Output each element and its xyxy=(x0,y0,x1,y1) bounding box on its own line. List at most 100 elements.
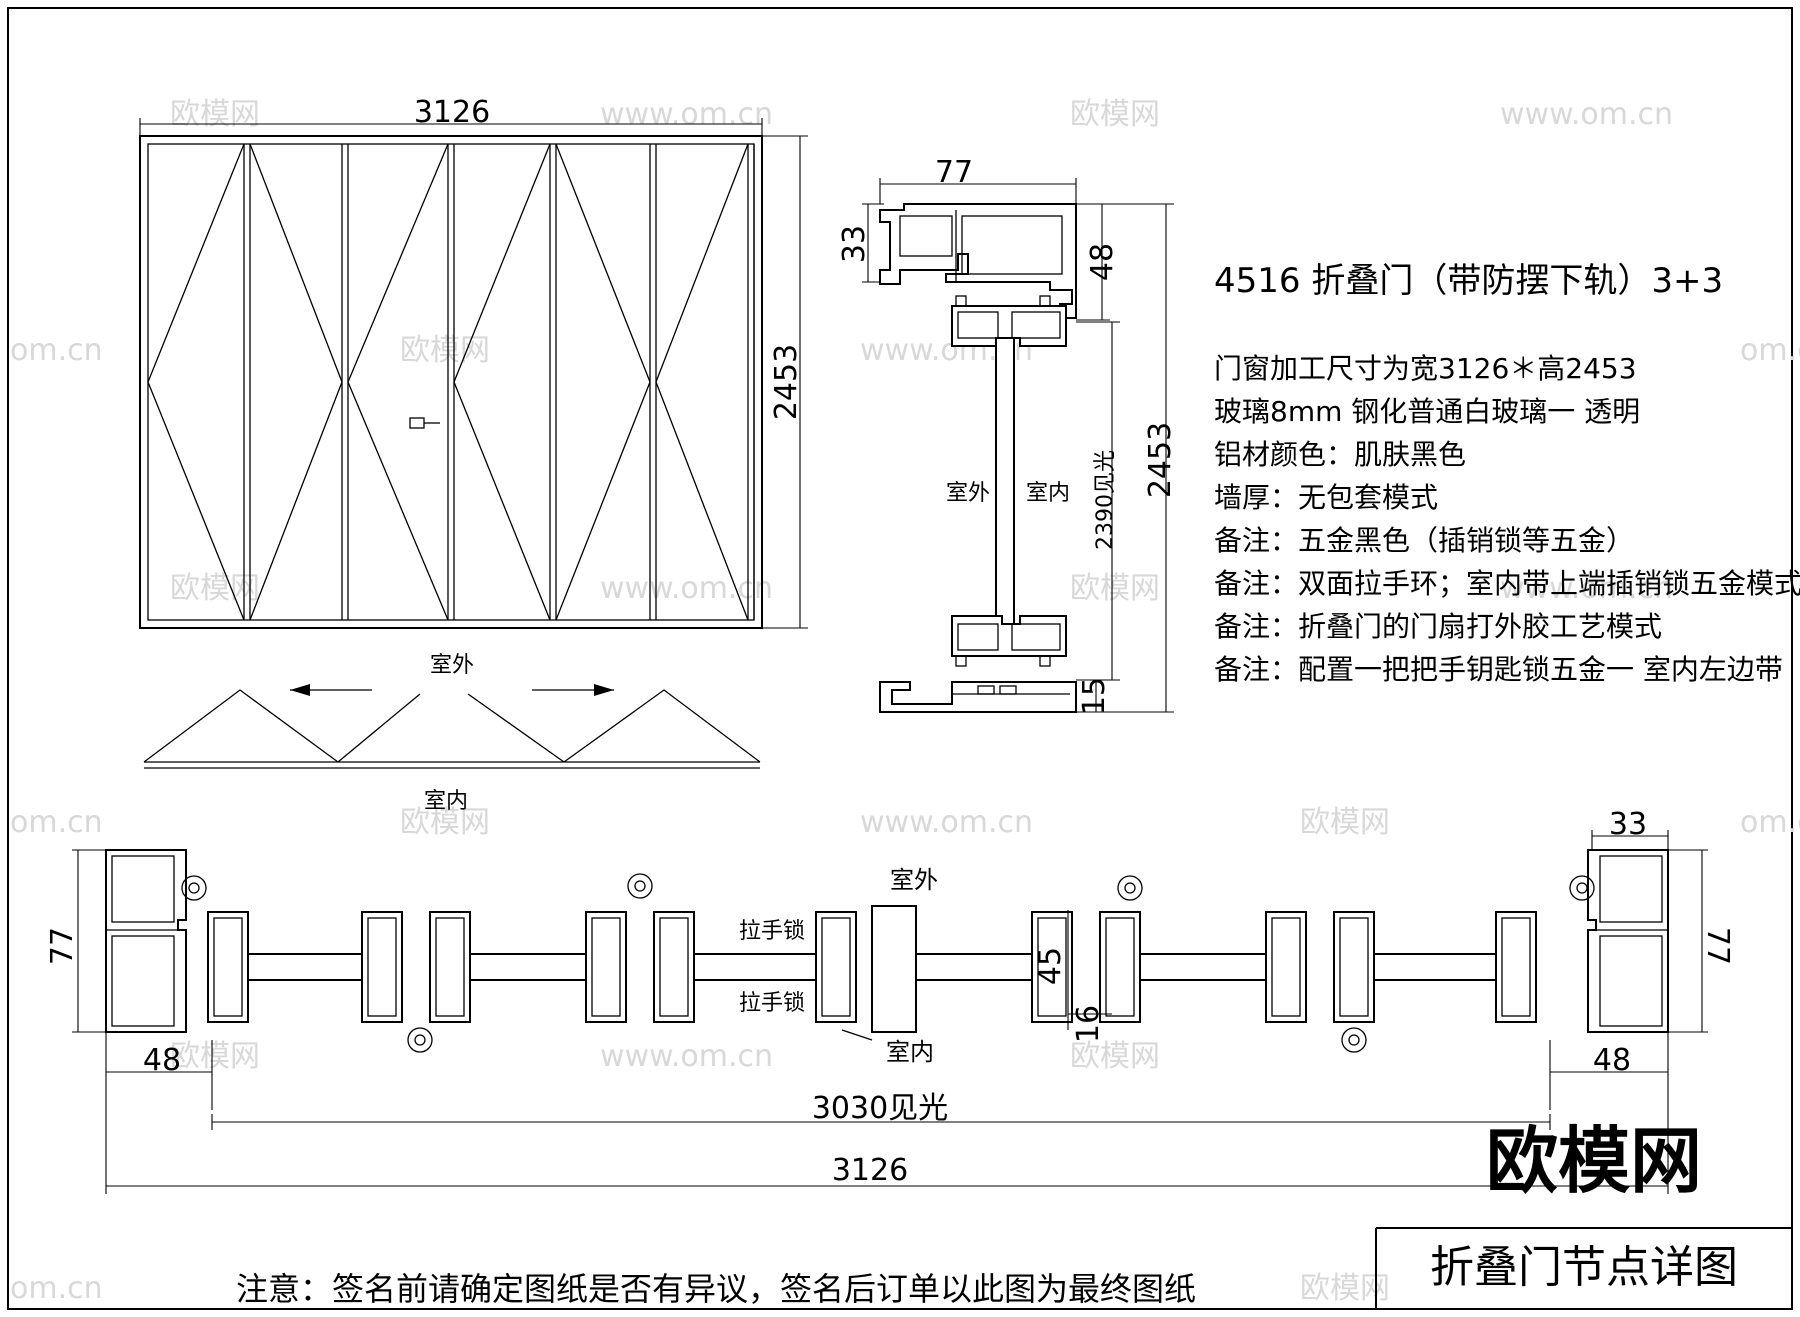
drawing-title: 折叠门节点详图 xyxy=(1430,1242,1738,1293)
elevation-inside-label: 室内 xyxy=(424,789,468,814)
plan-inside-label: 室内 xyxy=(886,1038,934,1066)
sash-profile-pair xyxy=(207,911,403,1023)
head-profile xyxy=(879,203,1077,319)
watermarks: 欧模网 www.om.cn 欧模网 www.om.cn om.cn 欧模网 www.om.c… xyxy=(10,97,1800,1306)
watermark-text: 欧模网 xyxy=(1070,97,1160,132)
plan-clear-width-label: 3030见光 xyxy=(812,1091,948,1126)
folding-plan-sketch xyxy=(143,689,761,769)
door-panel xyxy=(555,143,657,621)
watermark-text: om.cn xyxy=(1740,805,1800,840)
section-top-right-height-label: 48 xyxy=(1085,243,1120,281)
glass-section xyxy=(1373,953,1497,981)
section-top-left-height-label: 33 xyxy=(837,225,872,263)
plan-sashes xyxy=(181,873,1595,1053)
watermark-text: 欧模网 xyxy=(170,571,260,606)
elevation-panels xyxy=(147,143,755,621)
left-arrow-icon xyxy=(290,684,372,696)
horizontal-plan: 室外 室内 拉手锁 拉手锁 77 77 33 xyxy=(45,807,1735,1194)
bottom-track-profile xyxy=(879,681,1077,713)
spec-line: 门窗加工尺寸为宽3126＊高2453 xyxy=(1214,352,1637,385)
plan-right-top-label: 33 xyxy=(1609,807,1647,842)
watermark-text: www.om.cn xyxy=(600,1039,773,1074)
watermark-text: om.cn xyxy=(1740,333,1800,368)
door-panel xyxy=(249,143,349,621)
watermark-text: 欧模网 xyxy=(170,97,260,132)
plan-right-offset-label: 48 xyxy=(1593,1043,1631,1078)
glass-section xyxy=(915,953,1033,981)
door-panel xyxy=(655,143,755,621)
door-panel xyxy=(347,143,455,621)
plan-sash-16-label: 16 xyxy=(1071,1005,1106,1043)
door-panel xyxy=(147,143,251,621)
brand-logo-text: 欧模网 xyxy=(1486,1119,1702,1203)
section-inside-label: 室内 xyxy=(1026,481,1070,506)
vertical-section: 77 33 48 2453 2390见光 xyxy=(837,155,1178,715)
plan-right-depth-label: 77 xyxy=(1700,927,1735,965)
folded-leaf xyxy=(143,689,339,763)
plan-left-depth-label: 77 xyxy=(45,927,80,965)
watermark-text: 欧模网 xyxy=(1070,571,1160,606)
watermark-text: om.cn xyxy=(10,1271,103,1306)
spec-line: 备注：配置一把把手钥匙锁五金一 室内左边带 xyxy=(1214,653,1783,686)
watermark-text: www.om.cn xyxy=(1500,97,1673,132)
watermark-text: 欧模网 xyxy=(400,333,490,368)
hinge-icon xyxy=(181,875,207,901)
glass-section xyxy=(247,953,363,981)
hinge-icon xyxy=(1117,875,1143,901)
hinge-icon xyxy=(1341,1027,1367,1053)
right-jamb-profile xyxy=(1587,849,1669,1033)
spec-line: 铝材颜色：肌肤黑色 xyxy=(1214,438,1466,471)
elevation-frame xyxy=(139,135,763,629)
plan-outside-label: 室外 xyxy=(890,866,938,894)
watermark-text: 欧模网 xyxy=(170,1039,260,1074)
folded-leaf xyxy=(337,693,421,763)
watermark-text: www.om.cn xyxy=(600,97,773,132)
watermark-text: 欧模网 xyxy=(400,805,490,840)
signature-note: 注意：签名前请确定图纸是否有异议，签名后订单以此图为最终图纸 xyxy=(236,1270,1196,1308)
left-jamb-profile xyxy=(105,849,187,1033)
spec-line: 备注：双面拉手环；室内带上端插销锁五金模式 xyxy=(1214,567,1800,600)
spec-line: 备注：折叠门的门扇打外胶工艺模式 xyxy=(1214,610,1662,643)
hinge-icon xyxy=(407,1027,433,1053)
folded-leaf xyxy=(563,689,761,763)
watermark-text: 欧模网 xyxy=(1300,805,1390,840)
spec-title: 4516 折叠门（带防摆下轨）3+3 xyxy=(1214,261,1723,301)
sash-profile-pair xyxy=(653,911,857,1023)
spec-line: 玻璃8mm 钢化普通白玻璃一 透明 xyxy=(1214,395,1640,428)
hinge-icon xyxy=(1569,875,1595,901)
watermark-text: www.om.cn xyxy=(860,805,1033,840)
spec-block: 4516 折叠门（带防摆下轨）3+3 门窗加工尺寸为宽3126＊高2453 玻璃8… xyxy=(1214,261,1800,686)
watermark-text: www.om.cn xyxy=(600,571,773,606)
glass-section xyxy=(693,953,817,981)
sash-top-rail xyxy=(951,295,1067,347)
section-top-width-label: 77 xyxy=(935,155,973,190)
section-clear-height-label: 2390见光 xyxy=(1093,450,1118,550)
sheet-border xyxy=(7,7,1793,1310)
watermark-text: om.cn xyxy=(10,805,103,840)
elevation-outside-label: 室外 xyxy=(430,653,474,678)
sash-profile-pair xyxy=(429,911,627,1023)
glass-section xyxy=(469,953,587,981)
watermark-text: 欧模网 xyxy=(1070,1039,1160,1074)
section-outside-label: 室外 xyxy=(946,481,990,506)
glass-pane xyxy=(995,337,1015,631)
elevation-width-label: 3126 xyxy=(414,95,490,130)
elevation-view: 3126 2453 室外 室内 xyxy=(139,95,808,814)
plan-total-width-label: 3126 xyxy=(832,1153,908,1188)
meeting-stile xyxy=(871,905,917,1033)
hinge-icon xyxy=(627,873,653,899)
elevation-height-label: 2453 xyxy=(769,344,804,420)
spec-lines: 门窗加工尺寸为宽3126＊高2453 玻璃8mm 钢化普通白玻璃一 透明铝材颜色：… xyxy=(1214,352,1800,686)
plan-sash-45-label: 45 xyxy=(1033,947,1068,985)
sash-profile-pair xyxy=(1099,911,1307,1023)
glass-section xyxy=(1139,953,1267,981)
section-total-height-label: 2453 xyxy=(1143,422,1178,498)
door-handle-icon xyxy=(409,417,425,429)
sash-profile-pair xyxy=(1333,911,1537,1023)
plan-left-offset-label: 48 xyxy=(143,1043,181,1078)
spec-line: 备注：五金黑色（插销锁等五金） xyxy=(1214,524,1634,557)
door-panel xyxy=(453,143,557,621)
right-arrow-icon xyxy=(532,684,614,696)
